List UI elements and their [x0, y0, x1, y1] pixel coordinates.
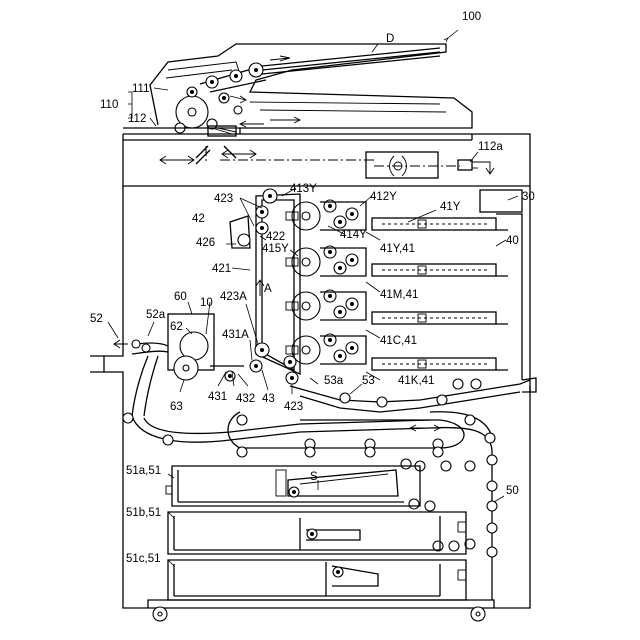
exit-path: [114, 340, 168, 416]
label-41k41: 41K,41: [398, 375, 434, 387]
label-41m41: 41M,41: [380, 289, 418, 301]
label-53: 53: [362, 375, 375, 387]
label-415y: 415Y: [262, 243, 289, 255]
label-110: 110: [100, 99, 118, 111]
label-30: 30: [522, 191, 535, 203]
label-52a: 52a: [146, 309, 166, 321]
tray-51b: [168, 512, 466, 554]
label-423a: 423A: [220, 291, 247, 303]
label-41y41: 41Y,41: [380, 243, 415, 255]
label-432: 432: [236, 393, 255, 405]
label-d: D: [386, 33, 394, 45]
label-43: 43: [262, 393, 275, 405]
label-a: A: [264, 283, 272, 295]
label-62: 62: [170, 321, 183, 333]
label-s: S: [310, 471, 318, 483]
tray-51a: [166, 466, 420, 506]
label-431a: 431A: [222, 329, 249, 341]
label-42: 42: [192, 213, 205, 225]
label-51c51: 51c,51: [126, 553, 161, 565]
label-426: 426: [196, 237, 215, 249]
label-100: 100: [462, 11, 481, 23]
label-112: 112: [128, 113, 146, 125]
label-413y: 413Y: [290, 183, 317, 195]
station-yellow: [286, 200, 366, 230]
label-40: 40: [506, 235, 519, 247]
label-431: 431: [208, 391, 227, 403]
toner-supply-box: [480, 190, 522, 212]
label-51b51: 51b,51: [126, 507, 161, 519]
label-423-bottom: 423: [284, 401, 303, 413]
station-cyan: [286, 290, 366, 320]
label-422: 422: [266, 231, 285, 243]
label-421: 421: [212, 263, 231, 275]
label-414y: 414Y: [340, 229, 367, 241]
label-411y: 41Y: [440, 201, 461, 213]
label-60: 60: [174, 291, 187, 303]
label-50: 50: [506, 485, 519, 497]
label-111: 111: [132, 83, 149, 95]
label-51a51: 51a,51: [126, 465, 161, 477]
tray-51c: [168, 560, 466, 600]
document-feeder: [150, 44, 472, 133]
scanner: [123, 126, 530, 186]
label-112a: 112a: [478, 141, 503, 153]
label-10: 10: [200, 297, 213, 309]
label-41c41: 41C,41: [380, 335, 417, 347]
station-magenta: [286, 246, 366, 276]
image-stations: [286, 200, 366, 364]
paper-trays: [166, 466, 466, 600]
label-63: 63: [170, 401, 183, 413]
label-423-top: 423: [214, 193, 233, 205]
conveyance-path: [123, 378, 536, 600]
label-52: 52: [90, 313, 103, 325]
label-412y: 412Y: [370, 191, 397, 203]
label-53a: 53a: [324, 375, 344, 387]
station-black: [286, 334, 366, 364]
